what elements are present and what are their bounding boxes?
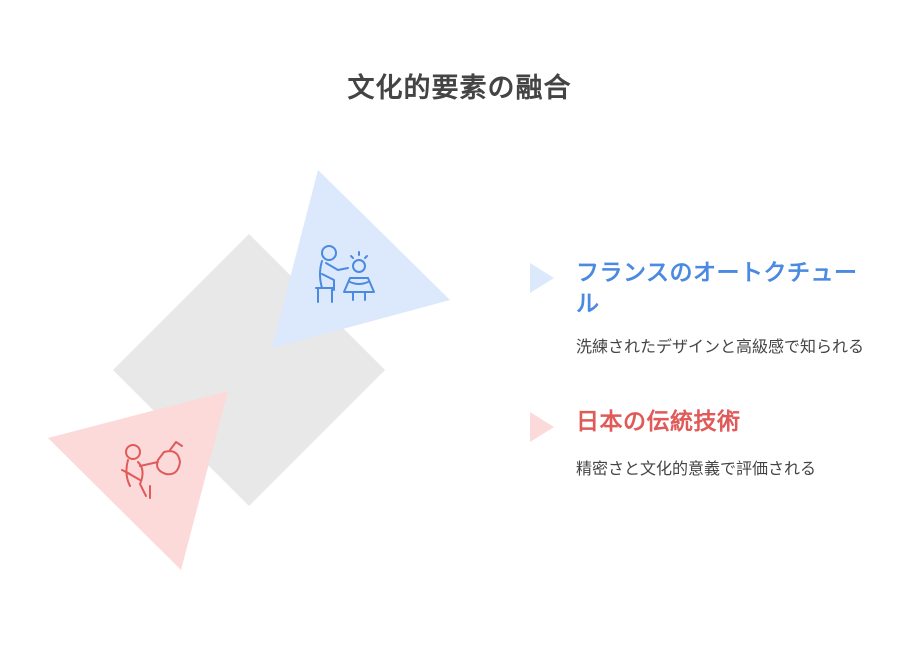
legend-description: 精密さと文化的意義で評価される xyxy=(576,459,817,478)
french-couture-triangle xyxy=(272,170,450,348)
triangle-marker-icon xyxy=(530,263,554,293)
japanese-craft-triangle xyxy=(48,391,228,570)
legend-description: 洗練されたデザインと高級感で知られる xyxy=(576,337,865,356)
legend-heading: フランスのオートクチュール xyxy=(576,260,858,317)
artisan-craft-icon xyxy=(121,441,183,499)
legend-heading: 日本の伝統技術 xyxy=(576,409,741,435)
triangle-marker-icon xyxy=(530,412,554,442)
page-title: 文化的要素の融合 xyxy=(347,73,572,104)
designer-fitting-icon xyxy=(315,245,375,303)
